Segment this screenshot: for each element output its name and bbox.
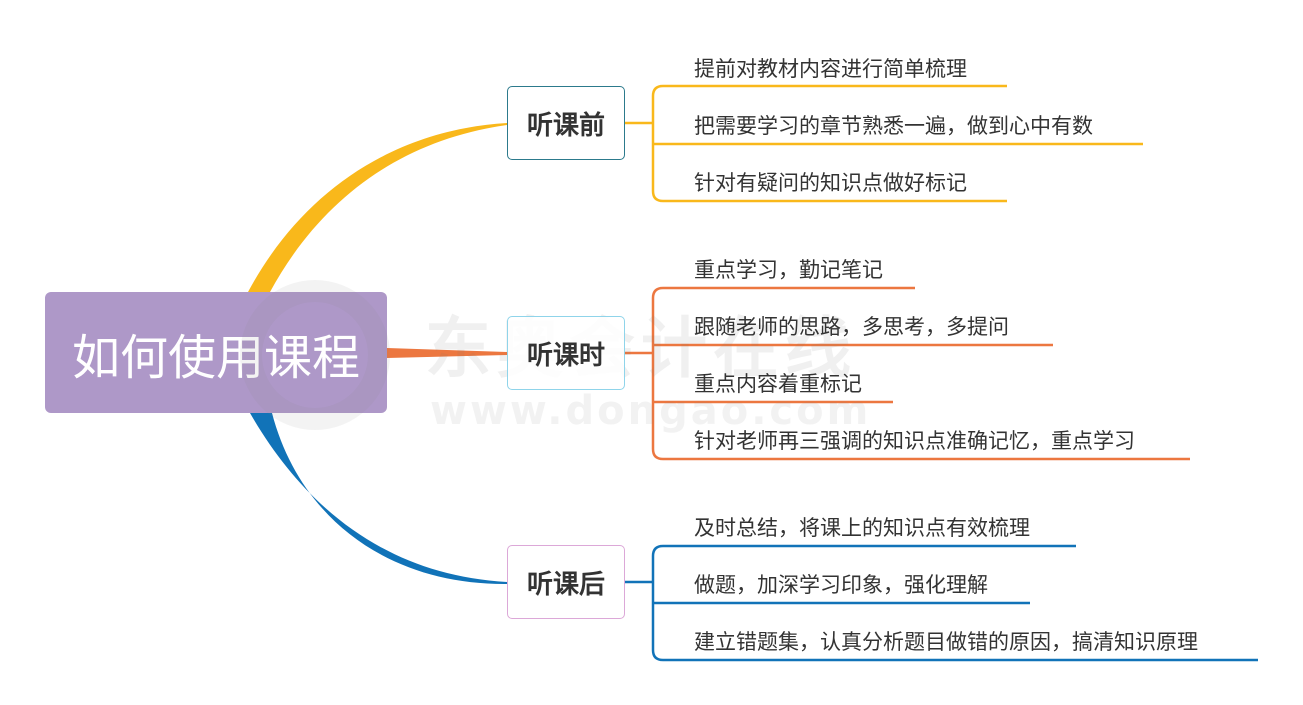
subtopic-after-2[interactable]: 做题，加深学习印象，强化理解 <box>694 573 988 597</box>
subtopic-before-1[interactable]: 提前对教材内容进行简单梳理 <box>694 57 967 81</box>
branch-after-lines <box>625 544 1258 662</box>
connector-root-during <box>387 348 507 358</box>
subtopic-after-1[interactable]: 及时总结，将课上的知识点有效梳理 <box>694 516 1030 540</box>
subtopic-before-3[interactable]: 针对有疑问的知识点做好标记 <box>694 171 967 195</box>
branch-topic-during[interactable]: 听课时 <box>507 316 625 390</box>
subtopic-during-1[interactable]: 重点学习，勤记笔记 <box>694 258 883 282</box>
central-topic[interactable]: 如何使用课程 <box>45 292 387 413</box>
branch-before-lines <box>625 84 1143 203</box>
subtopic-after-3[interactable]: 建立错题集，认真分析题目做错的原因，搞清知识原理 <box>694 630 1198 654</box>
subtopic-during-2[interactable]: 跟随老师的思路，多思考，多提问 <box>694 315 1009 339</box>
subtopic-during-3[interactable]: 重点内容着重标记 <box>694 372 862 396</box>
branch-topic-before[interactable]: 听课前 <box>507 86 625 160</box>
subtopic-before-2[interactable]: 把需要学习的章节熟悉一遍，做到心中有数 <box>694 114 1093 138</box>
connector-root-before <box>248 123 507 292</box>
branch-topic-after[interactable]: 听课后 <box>507 545 625 619</box>
branch-during-lines <box>625 286 1190 461</box>
connector-root-after <box>250 413 507 585</box>
subtopic-during-4[interactable]: 针对老师再三强调的知识点准确记忆，重点学习 <box>694 429 1135 453</box>
